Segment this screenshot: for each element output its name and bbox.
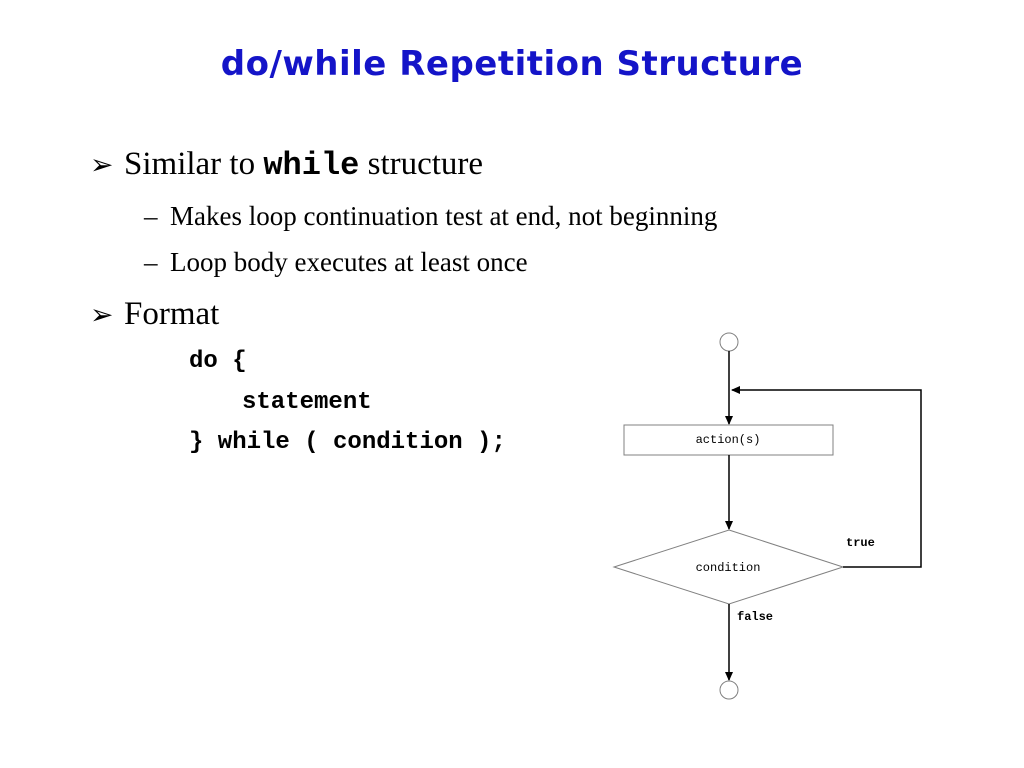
end-node <box>719 680 739 700</box>
subbullet-text: Loop body executes at least once <box>170 247 528 277</box>
bullet-text-prefix: Similar to <box>124 146 264 182</box>
slide-title: do/while Repetition Structure <box>220 44 804 84</box>
bullet-text-suffix: structure <box>359 146 484 182</box>
dash-marker: – <box>144 201 158 231</box>
code-line-do: do { <box>189 348 247 375</box>
action-box <box>623 424 834 456</box>
code-line-statement: statement <box>242 389 372 416</box>
subbullet-text: Makes loop continuation test at end, not… <box>170 201 718 231</box>
bullet-format: ➢ Format <box>90 296 219 333</box>
bullet-arrow-icon: ➢ <box>90 150 114 181</box>
subbullet-continuation-test: – Makes loop continuation test at end, n… <box>144 201 717 232</box>
dash-marker: – <box>144 247 158 277</box>
action-label: action(s) <box>696 433 761 447</box>
code-line-while: } while ( condition ); <box>189 429 506 456</box>
bullet-code-while: while <box>263 147 360 184</box>
subbullet-executes-once: – Loop body executes at least once <box>144 247 528 278</box>
start-node <box>719 332 739 352</box>
false-label: false <box>737 610 773 624</box>
bullet-similar: ➢ Similar to while structure <box>90 146 483 184</box>
bullet-text: Format <box>124 296 220 332</box>
true-label: true <box>846 536 875 550</box>
condition-label: condition <box>696 561 761 575</box>
bullet-arrow-icon: ➢ <box>90 300 114 331</box>
flow-arrow-true-loop <box>731 386 922 568</box>
